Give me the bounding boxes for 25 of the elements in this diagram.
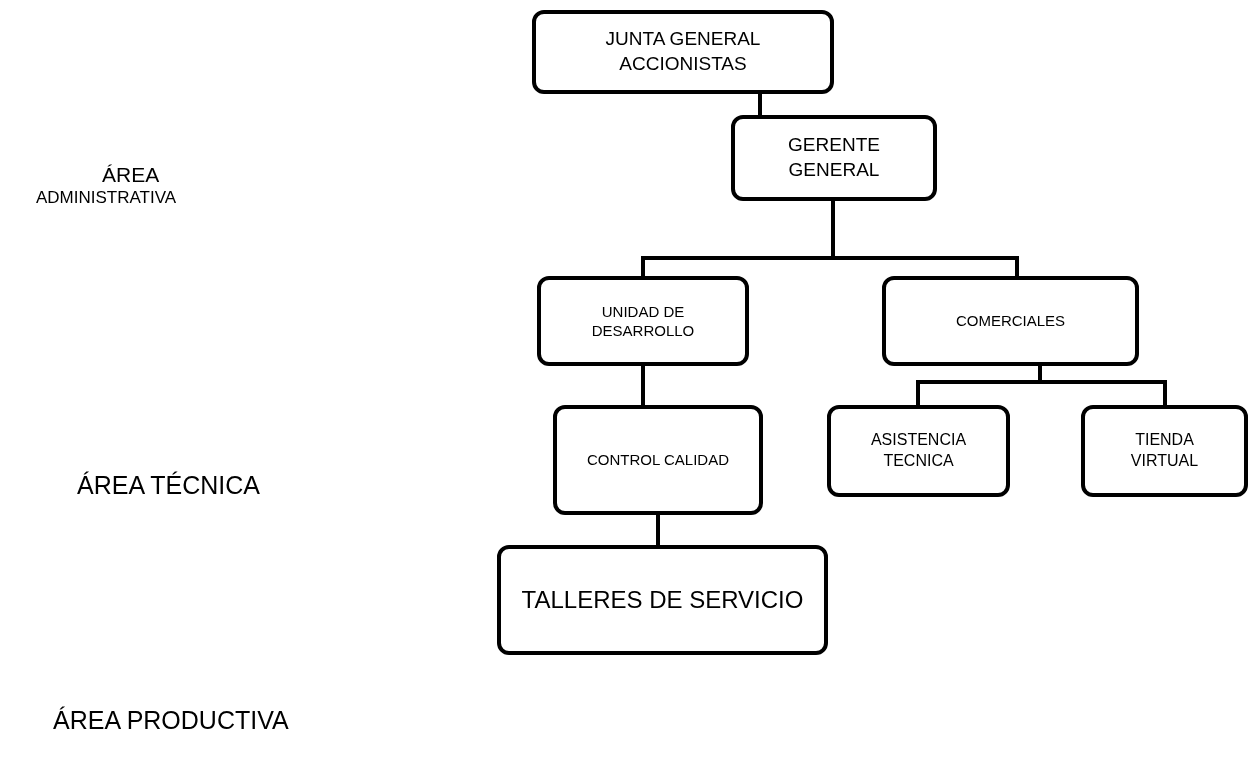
- connector-line: [641, 366, 645, 405]
- box-title: CONTROL CALIDAD: [587, 450, 729, 470]
- area-label: ÁREA TÉCNICA: [77, 471, 260, 500]
- connector-line: [1038, 366, 1167, 405]
- connector-line: [831, 201, 1019, 276]
- area-label: ADMINISTRATIVA: [36, 188, 177, 208]
- org-box: [827, 405, 1010, 497]
- box-title: JUNTA GENERAL ACCIONISTAS: [604, 27, 762, 76]
- org-box: [537, 276, 749, 366]
- org-box: [553, 405, 763, 515]
- org-box: [497, 545, 828, 655]
- box-title: COMERCIALES: [955, 311, 1066, 331]
- connector-line: [656, 515, 660, 545]
- box-title: ASISTENCIA TECNICA: [869, 430, 968, 471]
- box-title: TALLERES DE SERVICIO: [521, 585, 804, 616]
- org-box: [882, 276, 1139, 366]
- org-box: [731, 115, 937, 201]
- org-box: [532, 10, 834, 94]
- box-title: UNIDAD DE DESARROLLO: [590, 301, 696, 341]
- org-box: [1081, 405, 1248, 497]
- box-title: TIENDA VIRTUAL: [1129, 430, 1200, 471]
- connector-line: [758, 94, 762, 115]
- box-title: GERENTE GENERAL: [787, 133, 881, 182]
- area-label: ÁREA: [102, 163, 160, 187]
- area-label: ÁREA PRODUCTIVA: [53, 706, 289, 735]
